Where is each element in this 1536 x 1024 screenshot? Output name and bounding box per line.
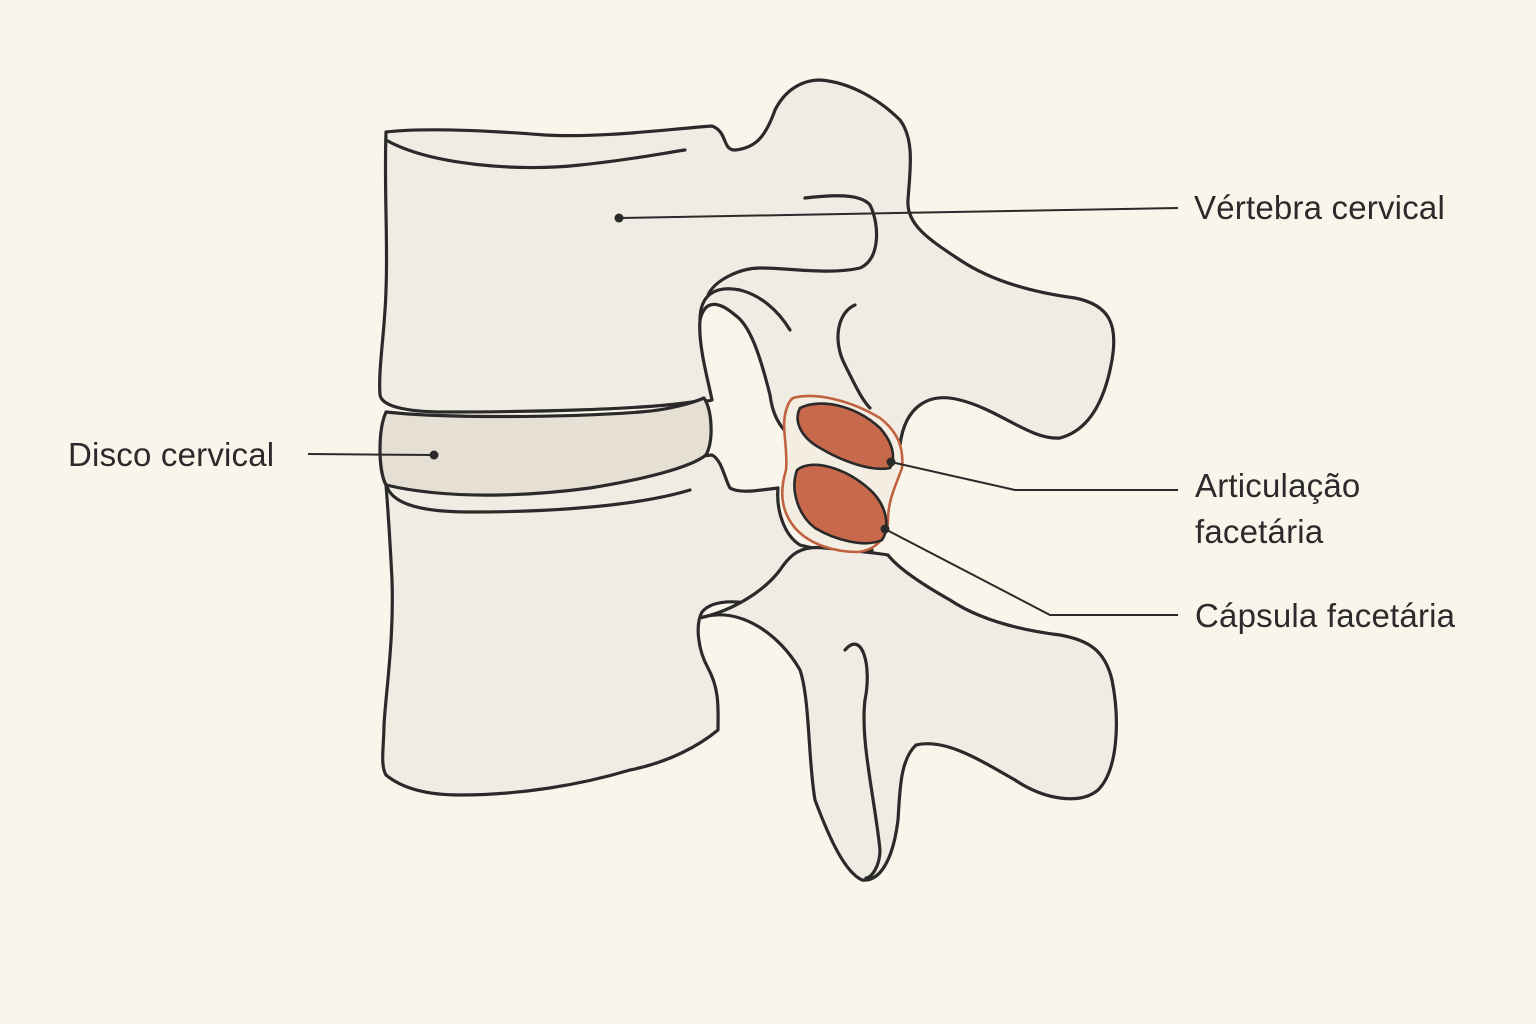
label-disco-cervical: Disco cervical (68, 436, 275, 473)
leader-lines (307, 207, 1179, 616)
intervertebral-disc (378, 396, 713, 514)
disco-dot (429, 450, 439, 460)
capsula-dot (880, 524, 890, 534)
disco-leader (307, 453, 435, 456)
articulacao-dot (886, 457, 896, 467)
label-articulacao-line2: facetária (1195, 513, 1324, 550)
label-capsula-facetaria: Cápsula facetária (1195, 597, 1456, 634)
vertebra-leader (618, 207, 1179, 219)
capsula-leader (884, 528, 1178, 616)
vertebra-dot (614, 213, 624, 223)
lower-vertebra (381, 453, 1118, 882)
label-articulacao-facetaria: Articulação facetária (1195, 463, 1360, 555)
articulacao-leader (890, 461, 1178, 491)
facet-joint (781, 394, 904, 554)
label-articulacao-line1: Articulação (1195, 467, 1361, 504)
label-vertebra-cervical: Vértebra cervical (1194, 189, 1445, 226)
upper-vertebra (378, 78, 1116, 472)
